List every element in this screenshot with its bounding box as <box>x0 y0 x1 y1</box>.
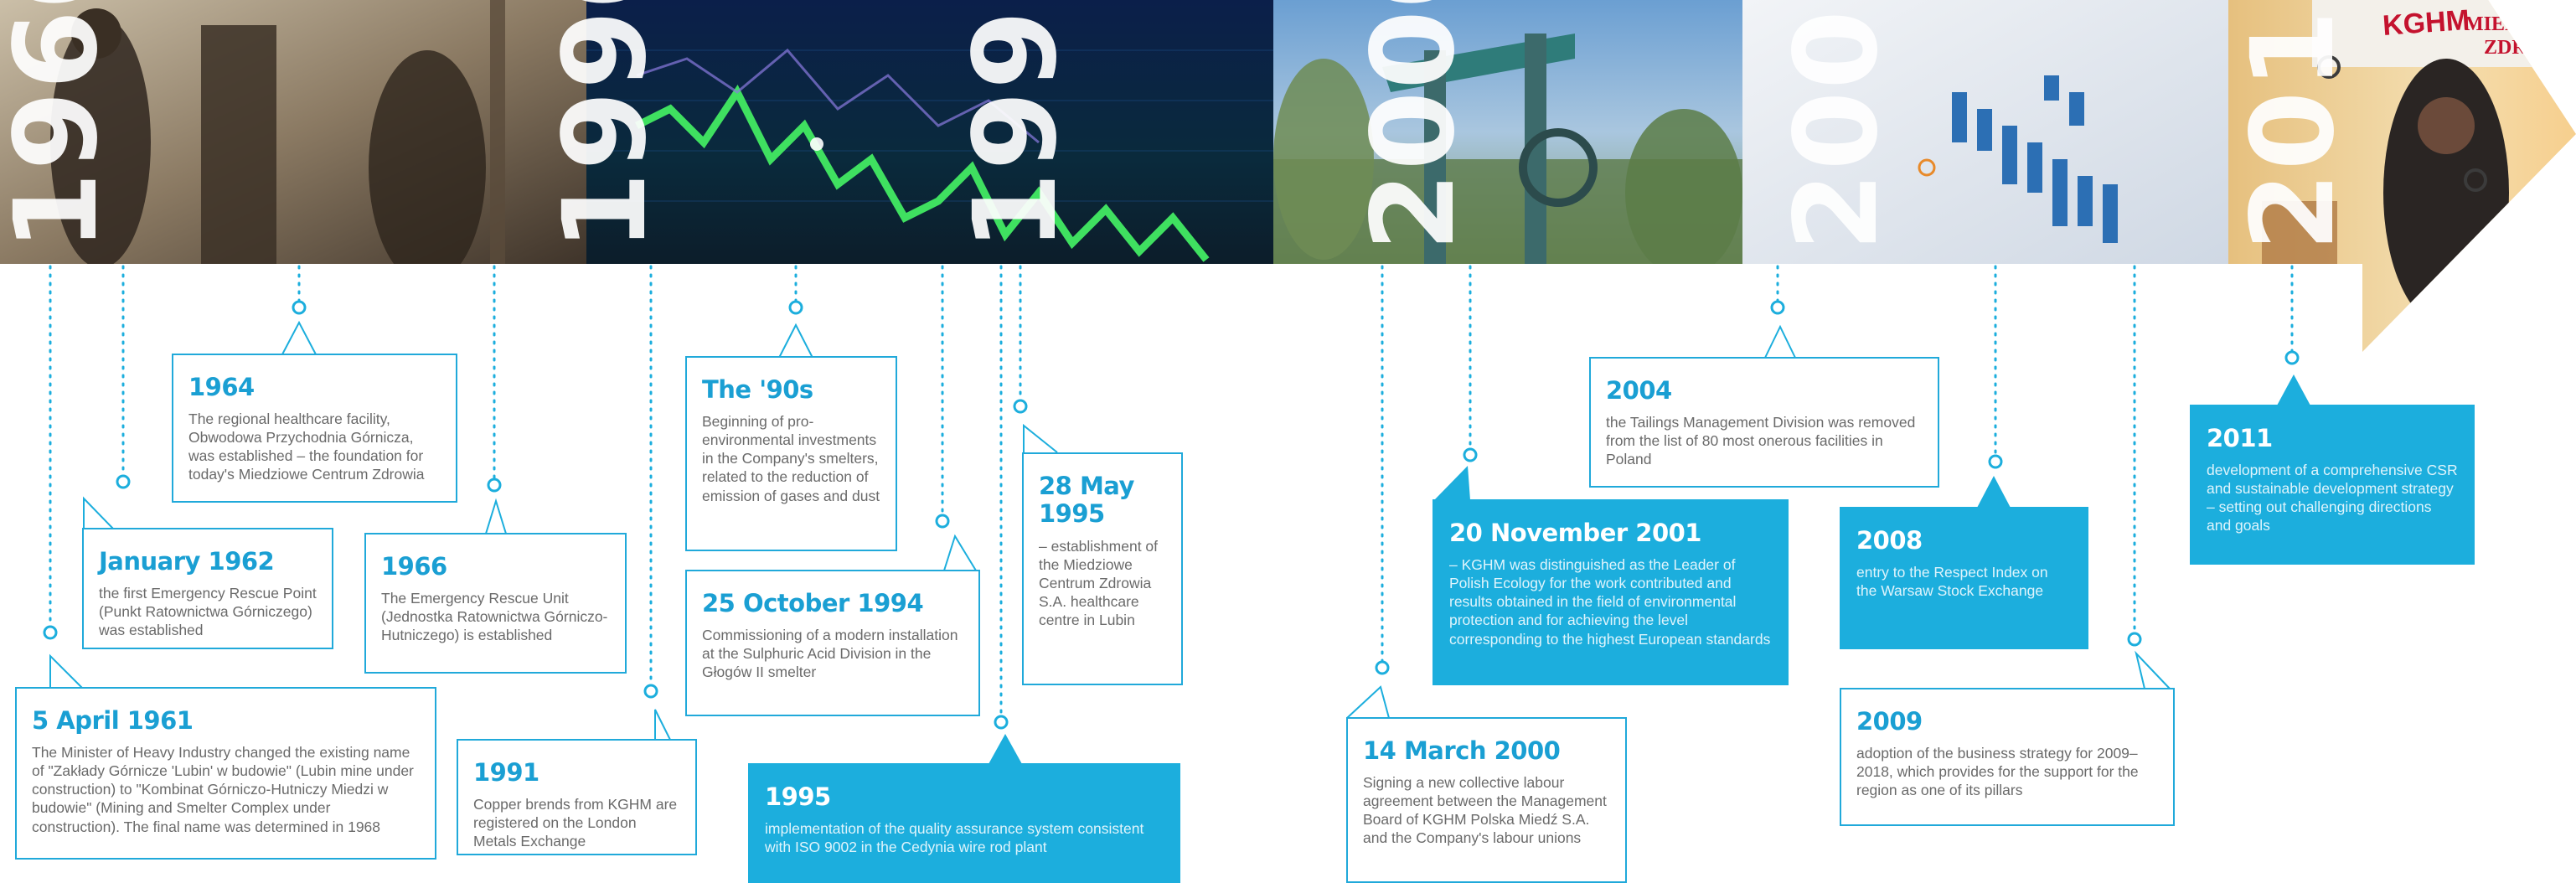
event-title: 14 March 2000 <box>1363 736 1561 765</box>
event-title: 5 April 1961 <box>32 706 194 735</box>
event-title: 25 October 1994 <box>702 589 924 617</box>
event-2008: 2008 entry to the Respect Index on the W… <box>1840 507 2088 649</box>
event-14-march-2000: 14 March 2000 Signing a new collective l… <box>1346 717 1627 883</box>
event-title: 2004 <box>1606 376 1672 405</box>
event-title: 20 November 2001 <box>1449 519 1701 547</box>
event-2011: 2011 development of a comprehensive CSR … <box>2190 405 2475 565</box>
event-text: Beginning of pro-environmental investmen… <box>702 413 880 504</box>
event-text: – KGHM was distinguished as the Leader o… <box>1449 556 1771 648</box>
event-1995: 1995 implementation of the quality assur… <box>748 763 1180 883</box>
event-title: 1964 <box>188 373 255 401</box>
event-text: Copper brends from KGHM are registered o… <box>473 796 678 850</box>
event-title: 2011 <box>2207 424 2273 452</box>
event-2009: 2009 adoption of the business strategy f… <box>1840 688 2175 826</box>
event-title: 1966 <box>381 552 447 581</box>
event-25-october-1994: 25 October 1994 Commissioning of a moder… <box>685 570 980 716</box>
event-title: 1995 <box>765 782 831 811</box>
event-title: 2009 <box>1856 707 1923 736</box>
sign-logo: KGHM <box>2382 4 2470 42</box>
event-1964: 1964 The regional healthcare facility, O… <box>172 354 457 503</box>
event-20-november-2001: 20 November 2001 – KGHM was distinguishe… <box>1433 499 1789 685</box>
event-title: The '90s <box>702 375 813 404</box>
event-text: entry to the Respect Index on the Warsaw… <box>1856 564 2048 600</box>
event-text: Commissioning of a modern installation a… <box>702 627 958 681</box>
event-text: the first Emergency Rescue Point (Punkt … <box>99 585 317 639</box>
event-text: adoption of the business strategy for 20… <box>1856 745 2139 799</box>
event-january-1962: January 1962 the first Emergency Rescue … <box>82 528 333 649</box>
event-text: implementation of the quality assurance … <box>765 820 1144 856</box>
event-text: Signing a new collective labour agreemen… <box>1363 774 1607 847</box>
event-text: The regional healthcare facility, Obwodo… <box>188 411 425 483</box>
event-title: 28 May 1995 <box>1039 472 1134 529</box>
event-title: January 1962 <box>99 547 275 576</box>
event-text: the Tailings Management Division was rem… <box>1606 414 1916 468</box>
event-28-may-1995: 28 May 1995 – establishment of the Miedz… <box>1022 452 1183 685</box>
event-text: The Emergency Rescue Unit (Jednostka Rat… <box>381 590 608 644</box>
event-title: 2008 <box>1856 526 1923 555</box>
event-text: The Minister of Heavy Industry changed t… <box>32 744 414 835</box>
event-2004: 2004 the Tailings Management Division wa… <box>1589 357 1939 488</box>
event-text: – establishment of the Miedziowe Centrum… <box>1039 537 1159 628</box>
event-1966: 1966 The Emergency Rescue Unit (Jednostk… <box>364 533 627 674</box>
event-1991: 1991 Copper brends from KGHM are registe… <box>457 739 697 855</box>
event-text: development of a comprehensive CSR and s… <box>2207 462 2458 534</box>
timeline-banner: KGHM MIEDZI ZDRO <box>0 0 2576 352</box>
event-the-90s: The '90s Beginning of pro-environmental … <box>685 356 897 551</box>
event-5-april-1961: 5 April 1961 The Minister of Heavy Indus… <box>15 687 436 860</box>
event-title: 1991 <box>473 758 539 787</box>
